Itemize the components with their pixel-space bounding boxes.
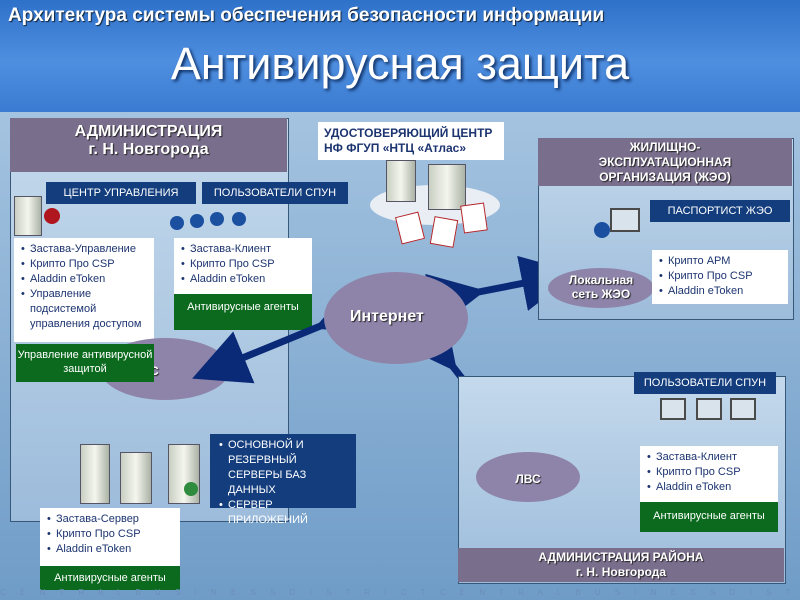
control-item: Застава-Управление [21, 242, 148, 257]
db-server-1-icon [80, 444, 110, 504]
district-lan-label: ЛВС [515, 472, 541, 486]
passport-label: ПАСПОРТИСТ ЖЭО [650, 200, 790, 222]
zheo-monitor-icon [610, 208, 640, 232]
db-server-2-icon [120, 452, 152, 504]
header-banner [0, 0, 800, 112]
admin-city-header: АДМИНИСТРАЦИЯ г. Н. Новгорода [10, 118, 287, 172]
admin-user-icon [44, 208, 60, 224]
district-monitor-3 [730, 398, 756, 420]
district-item: Aladdin eToken [647, 480, 772, 495]
district-title-2: г. Н. Новгорода [575, 565, 667, 579]
zheo-software: Крипто АРМ Крипто Про CSP Aladdin eToken [652, 250, 788, 304]
control-item: Aladdin eToken [21, 272, 148, 287]
slide-supertitle: Архитектура системы обеспечения безопасн… [8, 5, 605, 26]
servers-item: ОСНОВНОЙ И РЕЗЕРВНЫЙ СЕРВЕРЫ БАЗ ДАННЫХ [219, 438, 352, 498]
servers-item: СЕРВЕР ПРИЛОЖЕНИЙ [219, 498, 352, 528]
cert-server-1-icon [386, 160, 416, 202]
server-item: Aladdin eToken [47, 542, 174, 557]
district-monitor-1 [660, 398, 686, 420]
server-antivirus-agents: Антивирусные агенты [40, 566, 180, 590]
zheo-title-2: ЭКСПЛУАТАЦИОННАЯ [598, 155, 732, 169]
zheo-item: Крипто АРМ [659, 254, 782, 269]
district-users-label: ПОЛЬЗОВАТЕЛИ СПУН [634, 372, 776, 394]
globe-icon [184, 482, 198, 496]
zheo-item: Крипто Про CSP [659, 269, 782, 284]
zheo-title-1: ЖИЛИЩНО- [629, 140, 701, 154]
server-item: Застава-Сервер [47, 512, 174, 527]
server-software: Застава-Сервер Крипто Про CSP Aladdin eT… [40, 508, 180, 566]
cert-center-line-2: НФ ФГУП «НТЦ «Атлас» [324, 141, 467, 155]
users-item: Крипто Про CSP [181, 257, 306, 272]
av-management-box: Управление антивирусной защитой [16, 344, 154, 382]
control-center-software: Застава-Управление Крипто Про CSP Aladdi… [14, 238, 154, 342]
servers-description: ОСНОВНОЙ И РЕЗЕРВНЫЙ СЕРВЕРЫ БАЗ ДАННЫХ … [210, 434, 356, 526]
arrow-internet-zheo [425, 255, 578, 329]
users-spun-label: ПОЛЬЗОВАТЕЛИ СПУН [202, 182, 348, 204]
server-item: Крипто Про CSP [47, 527, 174, 542]
internet-label: Интернет [350, 308, 424, 325]
district-software: Застава-Клиент Крипто Про CSP Aladdin eT… [640, 446, 778, 502]
city-lan-label: С [150, 364, 159, 378]
district-item: Застава-Клиент [647, 450, 772, 465]
cert-center-box: УДОСТОВЕРЯЮЩИЙ ЦЕНТР НФ ФГУП «НТЦ «Атлас… [318, 122, 504, 160]
user-icon-3 [210, 212, 224, 226]
zheo-header: ЖИЛИЩНО- ЭКСПЛУАТАЦИОННАЯ ОРГАНИЗАЦИЯ (Ж… [538, 138, 792, 186]
admin-workstation-icon [14, 196, 42, 236]
zheo-lan-label: Локальная сеть ЖЭО [548, 273, 654, 301]
admin-city-title-2: г. Н. Новгорода [88, 141, 209, 158]
arrow-internet-city [192, 281, 377, 384]
zheo-lan-line-2: сеть ЖЭО [571, 287, 631, 301]
district-lan-cloud [476, 452, 580, 502]
zheo-item: Aladdin eToken [659, 284, 782, 299]
slide-title: Антивирусная защита [170, 38, 630, 89]
district-title: АДМИНИСТРАЦИЯ РАЙОНА г. Н. Новгорода [458, 548, 784, 582]
district-antivirus-agents: Антивирусные агенты [640, 502, 778, 532]
internet-cloud [324, 272, 468, 364]
zheo-title-3: ОРГАНИЗАЦИЯ (ЖЭО) [599, 170, 731, 184]
control-item: Крипто Про CSP [21, 257, 148, 272]
footer-strip: C E N T R A L B U S I N E S S D I S T R … [0, 588, 800, 597]
users-item: Застава-Клиент [181, 242, 306, 257]
zheo-user-icon [594, 222, 610, 238]
cert-server-2-icon [428, 164, 466, 210]
control-item: Управление подсистемой управления доступ… [21, 287, 148, 332]
user-icon-2 [190, 214, 204, 228]
user-icon-1 [170, 216, 184, 230]
zheo-lan-cloud [548, 268, 654, 308]
district-title-1: АДМИНИСТРАЦИЯ РАЙОНА [538, 550, 704, 564]
admin-city-title-1: АДМИНИСТРАЦИЯ [74, 123, 223, 140]
user-icon-4 [232, 212, 246, 226]
cert-center-line-1: УДОСТОВЕРЯЮЩИЙ ЦЕНТР [324, 126, 493, 140]
control-center-label: ЦЕНТР УПРАВЛЕНИЯ [46, 182, 196, 204]
district-item: Крипто Про CSP [647, 465, 772, 480]
district-monitor-2 [696, 398, 722, 420]
zheo-lan-line-1: Локальная [568, 273, 634, 287]
